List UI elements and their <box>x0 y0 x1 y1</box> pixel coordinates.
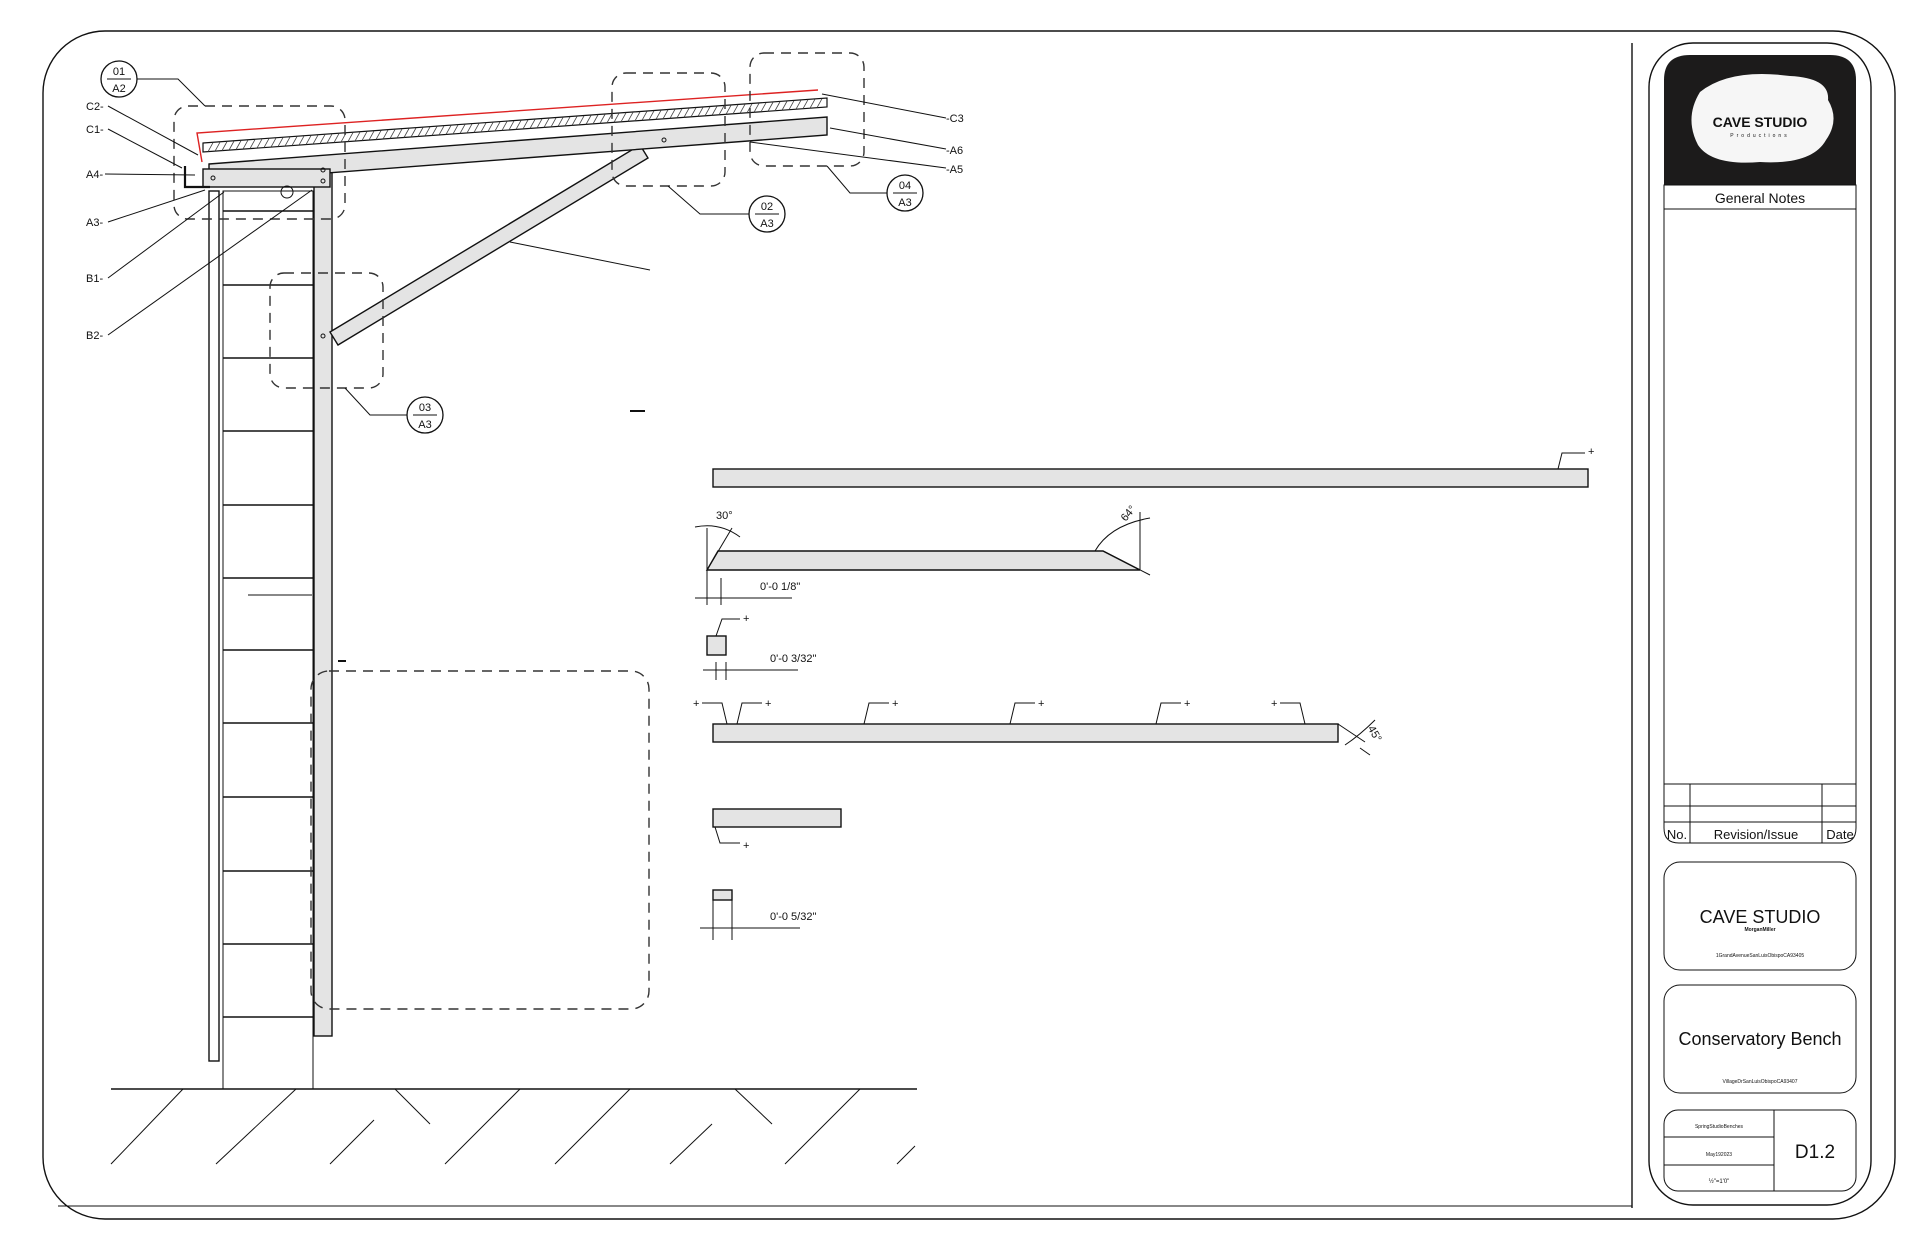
revision-no-header: No. <box>1667 827 1687 842</box>
component-tag: -A6 <box>946 145 963 157</box>
angle-30-label: 30° <box>716 510 733 522</box>
membrane-red-line <box>196 89 819 163</box>
leader-mark: + <box>1184 698 1190 710</box>
revision-date-header: Date <box>1826 827 1853 842</box>
parts-details: + 30° 64° 0'-0 1/8" + 0'-0 3/32" ++++++ … <box>693 446 1594 940</box>
callout-sheet: A3 <box>418 419 431 431</box>
component-tag: -C3 <box>946 113 964 125</box>
component-tag: -A5 <box>946 164 963 176</box>
logo: CAVE STUDIO Productions <box>1664 55 1856 185</box>
title-block: CAVE STUDIO Productions General Notes No… <box>1648 42 1872 1206</box>
leader-mark: + <box>693 698 699 710</box>
component-tag: C1- <box>86 124 104 136</box>
dimension-2: 0'-0 3/32" <box>770 653 816 665</box>
leader-mark: + <box>1588 446 1594 458</box>
callout-number: 02 <box>761 201 773 213</box>
detail-boundary-01 <box>173 105 346 220</box>
ground-hatch-line <box>896 1145 916 1165</box>
deck-board <box>202 97 828 153</box>
firm-box <box>1663 861 1857 971</box>
logo-subtitle: Productions <box>1730 133 1789 139</box>
general-notes-area <box>1663 209 1857 844</box>
drip-edge <box>183 166 210 189</box>
rear-post <box>313 159 333 1037</box>
callout-sheet: A2 <box>112 83 125 95</box>
callout-number: 03 <box>419 402 431 414</box>
part-angled-bar <box>705 550 1141 571</box>
component-tag: A4- <box>86 169 103 181</box>
part-seat-slat <box>712 723 1339 743</box>
detail-boundary-03 <box>269 272 384 389</box>
leader-mark: + <box>1271 698 1277 710</box>
ground-hatch <box>110 1088 916 1165</box>
ladder-rungs <box>223 210 313 1018</box>
ground-hatch-line <box>734 1088 773 1125</box>
revision-issue-header: Revision/Issue <box>1714 827 1799 842</box>
bolt-hole <box>280 185 294 199</box>
ground-hatch-line <box>669 1123 713 1165</box>
head-block <box>202 168 331 188</box>
firm-name: CAVE STUDIO <box>1700 907 1821 927</box>
callout-number: 01 <box>113 66 125 78</box>
part-long-bar <box>712 468 1589 488</box>
logo-name: CAVE STUDIO <box>1713 114 1808 130</box>
ground-hatch-line <box>554 1088 631 1165</box>
component-tag: A3- <box>86 217 103 229</box>
dimension-1: 0'-0 1/8" <box>760 581 800 593</box>
ground-hatch-line <box>784 1088 861 1165</box>
ground-hatch-line <box>215 1088 297 1165</box>
part-small-strip <box>712 889 733 901</box>
component-tag: C2- <box>86 101 104 113</box>
callout-sheet: A3 <box>898 197 911 209</box>
part-short-block <box>712 808 842 828</box>
sheet-info-box <box>1663 1109 1857 1192</box>
leader-mark: + <box>743 840 749 852</box>
detail-boundary-large <box>310 670 650 1010</box>
callout-sheet: A3 <box>760 218 773 230</box>
component-tag: B1- <box>86 273 103 285</box>
project-name: Conservatory Bench <box>1678 1029 1841 1049</box>
firm-address: 1GrandAvenueSanLuisObispoCA93405 <box>1716 953 1805 959</box>
leader-mark: + <box>892 698 898 710</box>
ladder-frame <box>222 190 314 1090</box>
dimension-3: 0'-0 5/32" <box>770 911 816 923</box>
firm-person: MorganMiller <box>1744 927 1775 933</box>
sheet-number: D1.2 <box>1795 1142 1835 1163</box>
leader-mark: + <box>765 698 771 710</box>
leader-mark: + <box>743 613 749 625</box>
ground-hatch-line <box>329 1119 375 1165</box>
detail-boundary-04 <box>749 52 865 167</box>
diagonal-brace <box>329 144 649 346</box>
callout-number: 04 <box>899 180 911 192</box>
part-square <box>706 635 727 656</box>
project-box <box>1663 984 1857 1094</box>
sheet-border <box>42 30 1896 1220</box>
front-slat <box>208 190 220 1062</box>
sheet-date: May192023 <box>1706 1152 1732 1158</box>
ground-hatch-line <box>444 1088 521 1165</box>
deck-hatch <box>207 98 823 152</box>
general-notes-label: General Notes <box>1715 190 1805 206</box>
ground-hatch-line <box>394 1088 431 1125</box>
sheet-set: SpringStudioBenches <box>1695 1124 1744 1130</box>
component-tag: B2- <box>86 330 103 342</box>
leader-mark: + <box>1038 698 1044 710</box>
project-address: VillageDrSanLuisObispoCA93407 <box>1723 1079 1798 1085</box>
ground-hatch-line <box>110 1088 184 1165</box>
sheet-scale: ½"=1'0" <box>1709 1178 1730 1185</box>
